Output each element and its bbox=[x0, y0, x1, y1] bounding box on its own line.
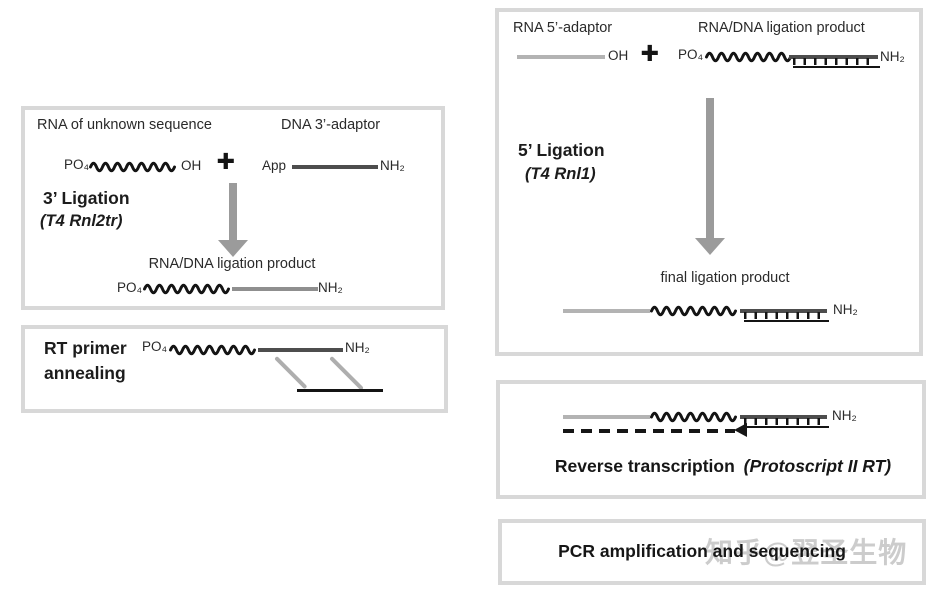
nh2-label: NH₂ bbox=[880, 49, 905, 64]
rna-unknown-sequence-label: RNA of unknown sequence bbox=[37, 117, 212, 133]
rna-wavy-line bbox=[169, 344, 258, 356]
rna-5-adaptor-line bbox=[563, 309, 650, 313]
dna-adaptor-line bbox=[292, 165, 378, 169]
step-title-3-ligation: 3’ Ligation bbox=[43, 188, 130, 208]
po4-label: PO₄ bbox=[117, 280, 143, 295]
step-title-5-ligation: 5’ Ligation bbox=[518, 140, 605, 160]
rt-extension-arrowhead-icon bbox=[734, 423, 747, 437]
rna-wavy-line bbox=[705, 51, 792, 63]
duplex-ladder bbox=[740, 309, 832, 322]
enzyme-t4-rnl2tr: (T4 Rnl2tr) bbox=[40, 212, 123, 230]
down-arrow bbox=[695, 98, 725, 255]
nh2-label: NH₂ bbox=[832, 408, 857, 423]
protoscript-enzyme-label: (Protoscript II RT) bbox=[743, 456, 892, 476]
po4-label: PO₄ bbox=[142, 339, 168, 354]
dna-3-adaptor-label: DNA 3’-adaptor bbox=[281, 117, 381, 133]
reverse-transcription-title: Reverse transcription bbox=[554, 456, 735, 476]
enzyme-t4-rnl1: (T4 Rnl1) bbox=[525, 165, 596, 183]
dna-adaptor-line bbox=[258, 348, 343, 352]
nh2-label: NH₂ bbox=[833, 302, 858, 317]
nh2-label: NH₂ bbox=[380, 158, 405, 173]
plus-icon: + bbox=[217, 145, 236, 178]
app-label: App bbox=[262, 158, 287, 173]
nh2-label: NH₂ bbox=[318, 280, 343, 295]
rna-5-adaptor-label: RNA 5’-adaptor bbox=[513, 20, 613, 36]
final-ligation-product-label: final ligation product bbox=[660, 270, 790, 286]
oh-label: OH bbox=[181, 158, 202, 173]
rna-wavy-line bbox=[650, 305, 740, 317]
ligated-adaptor-line bbox=[232, 287, 318, 291]
annealing-link-line bbox=[329, 356, 364, 391]
panel-5-ligation: RNA 5’-adaptor RNA/DNA ligation product … bbox=[495, 8, 923, 356]
panel-3-ligation: RNA of unknown sequence DNA 3’-adaptor P… bbox=[21, 106, 445, 310]
reverse-transcription-caption: Reverse transcription (Protoscript II RT… bbox=[500, 456, 922, 477]
rna-wavy-line bbox=[143, 283, 232, 295]
plus-icon: + bbox=[641, 37, 660, 70]
pcr-caption: PCR amplification and sequencing bbox=[558, 541, 846, 561]
rna-dna-ligation-product-label: RNA/DNA ligation product bbox=[698, 20, 865, 36]
rna-wavy-line bbox=[89, 161, 179, 173]
ligation-product-label: RNA/DNA ligation product bbox=[148, 256, 316, 272]
down-arrow bbox=[218, 183, 248, 257]
duplex-ladder bbox=[740, 415, 832, 428]
cdna-dashed-line bbox=[563, 429, 735, 433]
rt-primer-line bbox=[297, 389, 383, 392]
oh-label: OH bbox=[608, 48, 629, 63]
rna-wavy-line bbox=[650, 411, 740, 423]
nh2-label: NH₂ bbox=[345, 340, 370, 355]
duplex-ladder bbox=[789, 55, 883, 68]
annealing-link-line bbox=[274, 356, 308, 390]
rt-primer-title-line2: annealing bbox=[44, 363, 126, 383]
watermark: 知乎@翌圣生物 bbox=[705, 537, 908, 568]
rna-5-adaptor-line bbox=[563, 415, 650, 419]
panel-reverse-transcription: NH₂ Reverse transcription (Protoscript I… bbox=[496, 380, 926, 499]
po4-label: PO₄ bbox=[678, 47, 704, 62]
panel-rt-primer-annealing: RT primer annealing PO₄ NH₂ bbox=[21, 325, 448, 413]
panel-pcr: 知乎@翌圣生物 PCR amplification and sequencing bbox=[498, 519, 926, 585]
po4-label: PO₄ bbox=[64, 157, 90, 172]
rt-primer-title-line1: RT primer bbox=[44, 338, 127, 358]
rna-5-adaptor-line bbox=[517, 55, 605, 59]
